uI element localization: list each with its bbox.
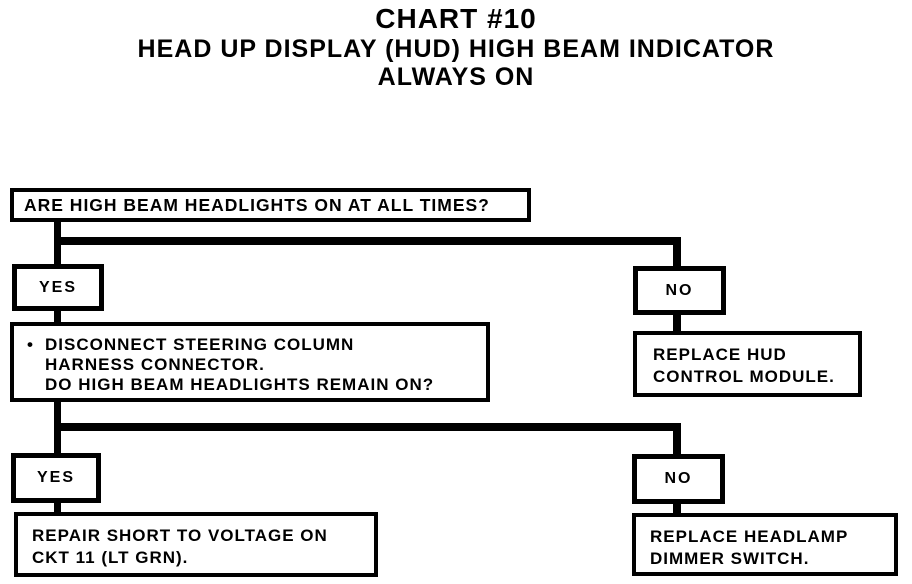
action-box-repair-short: REPAIR SHORT TO VOLTAGE ON CKT 11 (LT GR…	[14, 512, 378, 577]
connector-branch2-horizontal	[54, 423, 681, 431]
action-replace-dimmer-line-2: DIMMER SWITCH.	[650, 549, 810, 568]
connector-branch2-to-no	[673, 423, 681, 456]
q2-line-2: HARNESS CONNECTOR.	[45, 355, 265, 374]
question-box-high-beams-always-on: ARE HIGH BEAM HEADLIGHTS ON AT ALL TIMES…	[10, 188, 531, 222]
question-box-disconnect-harness: • DISCONNECT STEERING COLUMN HARNESS CONN…	[10, 322, 490, 402]
chart-subtitle: ALWAYS ON	[377, 63, 535, 91]
branch1-no-label: NO	[665, 281, 694, 299]
action-box-replace-hud-module: REPLACE HUD CONTROL MODULE.	[633, 331, 862, 397]
action-replace-hud-line-1: REPLACE HUD	[653, 345, 787, 364]
chart-number: CHART #10	[375, 3, 537, 34]
connector-branch1-to-no	[673, 237, 681, 269]
branch1-no-box: NO	[633, 266, 726, 315]
page-title-block: CHART #10 HEAD UP DISPLAY (HUD) HIGH BEA…	[0, 2, 912, 91]
connector-yes1-to-q2	[54, 309, 61, 324]
action-repair-short-line-2: CKT 11 (LT GRN).	[32, 548, 189, 567]
connector-no2-to-action	[673, 502, 681, 515]
action-box-replace-dimmer-switch: REPLACE HEADLAMP DIMMER SWITCH.	[632, 513, 898, 576]
q2-line-1: • DISCONNECT STEERING COLUMN	[27, 335, 486, 355]
branch2-no-box: NO	[632, 454, 725, 504]
branch2-yes-box: YES	[11, 453, 101, 503]
action-replace-hud-line-2: CONTROL MODULE.	[653, 367, 835, 386]
action-replace-dimmer-line-1: REPLACE HEADLAMP	[650, 527, 849, 546]
action-repair-short-line-1: REPAIR SHORT TO VOLTAGE ON	[32, 526, 328, 545]
connector-branch1-horizontal	[54, 237, 681, 245]
branch1-yes-box: YES	[12, 264, 104, 311]
chart-title: HEAD UP DISPLAY (HUD) HIGH BEAM INDICATO…	[137, 35, 775, 63]
question-text: ARE HIGH BEAM HEADLIGHTS ON AT ALL TIMES…	[24, 195, 490, 215]
branch2-no-label: NO	[664, 470, 693, 487]
connector-no1-to-action	[673, 313, 681, 333]
branch2-yes-label: YES	[36, 469, 75, 486]
connector-yes2-to-action	[54, 501, 61, 514]
bullet-marker: •	[27, 335, 34, 354]
q2-line-1-text: DISCONNECT STEERING COLUMN	[45, 335, 355, 354]
branch1-yes-label: YES	[38, 278, 77, 296]
q2-line-3: DO HIGH BEAM HEADLIGHTS REMAIN ON?	[45, 375, 435, 394]
